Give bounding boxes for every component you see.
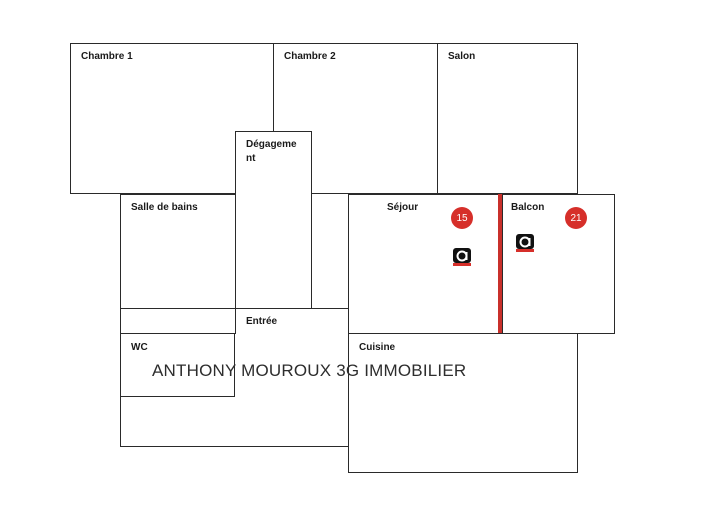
balcon-partition-line	[498, 194, 502, 334]
agency-watermark: ANTHONY MOUROUX 3G IMMOBILIER	[152, 361, 467, 380]
room-label-salle-de-bains: Salle de bains	[131, 202, 198, 213]
letter-a-logo-icon	[516, 234, 534, 252]
room-balcon	[501, 194, 615, 334]
photo-marker-balcon[interactable]: 21	[565, 207, 587, 229]
photo-marker-sejour[interactable]: 15	[451, 207, 473, 229]
room-label-sejour: Séjour	[387, 202, 419, 213]
letter-a-logo-icon	[453, 248, 471, 266]
room-label-chambre-1: Chambre 1	[81, 51, 133, 62]
room-sejour	[348, 194, 503, 334]
room-label-degagement-line2: nt	[246, 153, 256, 164]
room-degagement	[235, 131, 312, 309]
room-label-balcon: Balcon	[511, 202, 545, 213]
room-cuisine	[348, 333, 578, 473]
room-wc	[120, 333, 235, 397]
room-label-cuisine: Cuisine	[359, 342, 396, 353]
room-label-degagement-line1: Dégageme	[246, 139, 297, 150]
room-label-entree: Entrée	[246, 316, 278, 327]
room-label-chambre-2: Chambre 2	[284, 51, 336, 62]
room-salon	[437, 43, 578, 194]
room-label-salon: Salon	[448, 51, 476, 62]
room-label-wc: WC	[131, 342, 148, 353]
